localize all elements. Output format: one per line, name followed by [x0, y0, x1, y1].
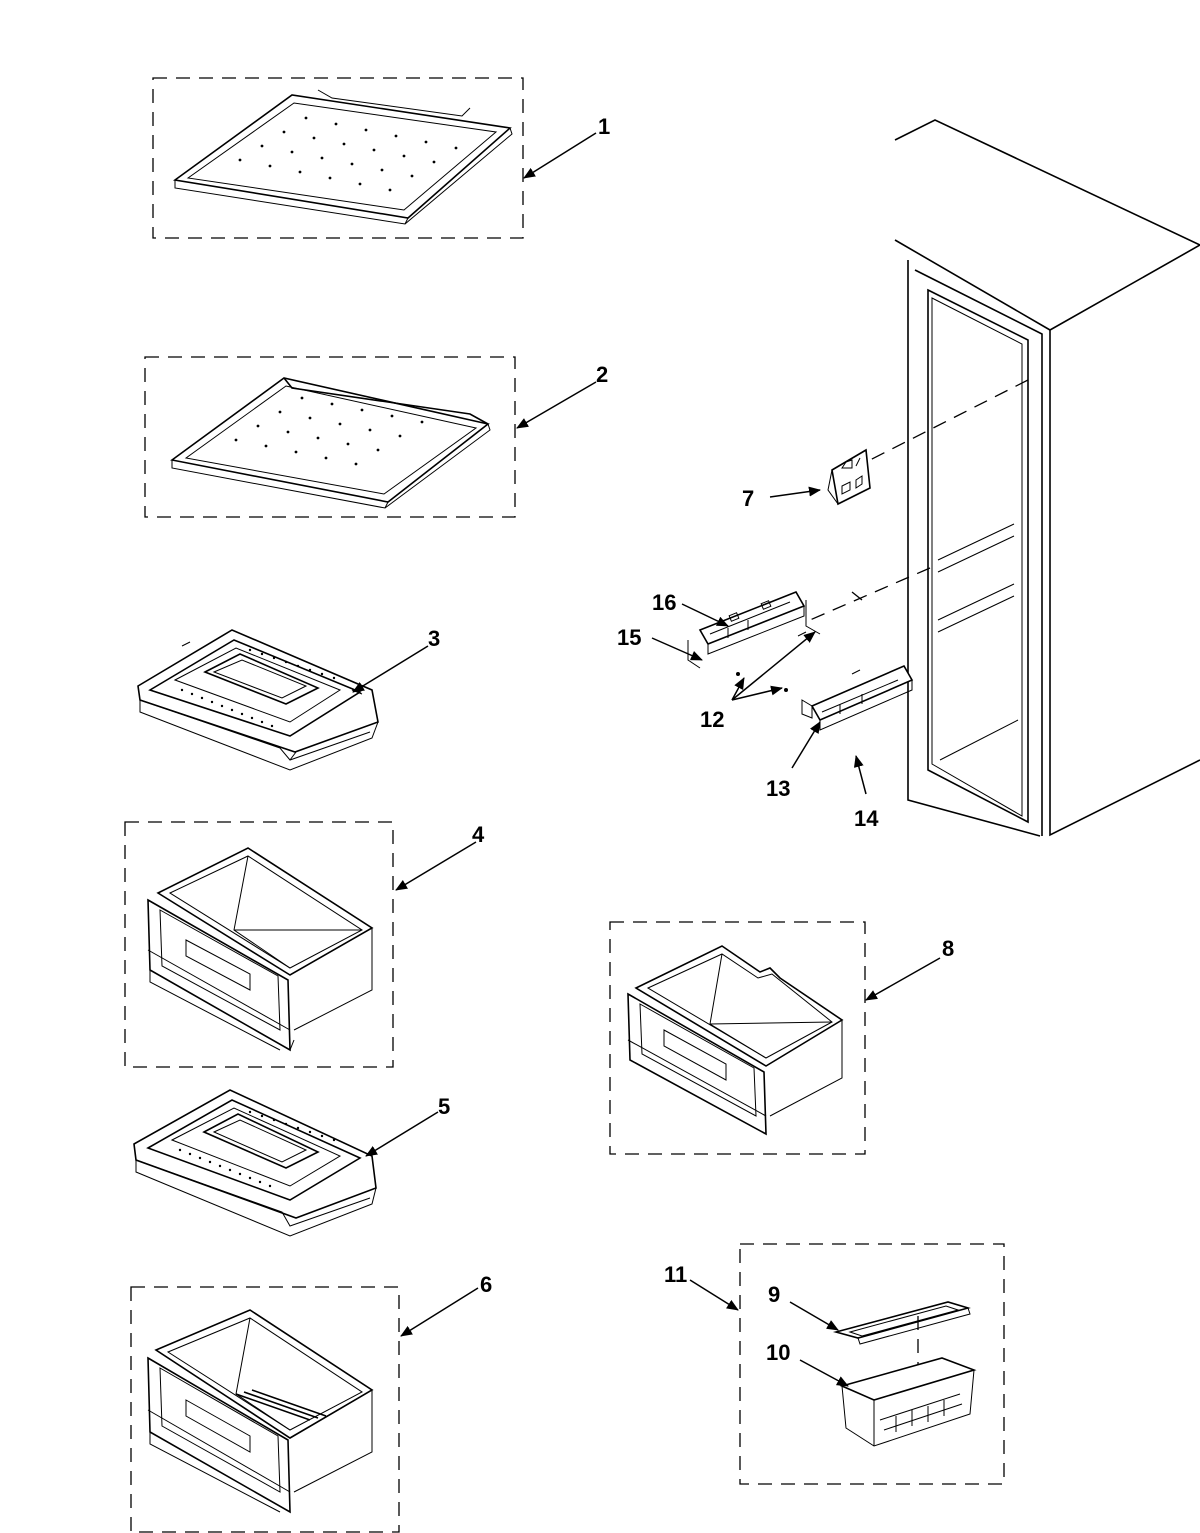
callout-11: 11 [664, 1262, 687, 1287]
callout-12: 12 [700, 707, 724, 732]
leader-line [400, 1287, 479, 1337]
callout-4: 4 [472, 822, 485, 847]
callout-10: 10 [766, 1340, 790, 1365]
leader-line [789, 1301, 839, 1331]
bracket-icon [827, 448, 871, 506]
leader-line [681, 603, 729, 627]
crisper-drawer-icon [147, 847, 374, 1052]
callout-16: 16 [652, 590, 676, 615]
crisper-cover-5: 5 [133, 1089, 450, 1237]
group-box-8 [609, 921, 866, 1155]
alignment-line [851, 591, 863, 601]
rail-icon [698, 591, 806, 655]
callout-13: 13 [766, 776, 790, 801]
leader-line [365, 1111, 439, 1157]
group-box-6 [130, 1286, 400, 1533]
glass-shelf-1: 1 [152, 77, 610, 239]
crisper-cover-3: 3 [137, 626, 440, 771]
callout-3: 3 [428, 626, 440, 651]
leader-line [769, 486, 821, 498]
callout-8: 8 [942, 936, 954, 961]
leader-line [651, 637, 703, 661]
callout-5: 5 [438, 1094, 450, 1119]
glass-shelf-icon [172, 89, 513, 225]
drawer-rails: 16 15 12 13 14 [617, 590, 914, 831]
alignment-line [869, 379, 1029, 461]
leader-line [853, 755, 867, 795]
leader-line [689, 1279, 739, 1311]
callout-14: 14 [854, 806, 879, 831]
group-box-1 [152, 77, 524, 239]
lid-icon [832, 1301, 971, 1345]
crisper-drawer-4: 4 [124, 821, 485, 1068]
bin-icon [839, 1357, 977, 1447]
rail-icon [801, 664, 914, 731]
glass-shelf-2: 2 [144, 356, 608, 518]
refrigerator-cabinet [809, 119, 1200, 837]
bin-assembly-11: 9 10 11 [664, 1243, 1005, 1485]
callout-2: 2 [596, 362, 608, 387]
leader-line [523, 132, 597, 179]
leader-line [799, 1359, 849, 1387]
bracket-7: 7 [742, 448, 871, 511]
leader-line [731, 677, 745, 701]
leader-line [865, 957, 941, 1001]
glass-shelf-icon [170, 377, 491, 509]
group-box-11 [739, 1243, 1005, 1485]
group-box-2 [144, 356, 516, 518]
deli-drawer-8: 8 [609, 921, 954, 1155]
group-box-4 [124, 821, 394, 1068]
leader-line [791, 721, 821, 769]
leader-line [395, 841, 477, 891]
crisper-cover-icon [133, 1089, 377, 1237]
alignment-line [809, 567, 931, 621]
callout-1: 1 [598, 114, 610, 139]
callout-9: 9 [768, 1282, 780, 1307]
leader-line [731, 685, 783, 701]
leader-line [731, 631, 816, 701]
crisper-cover-icon [137, 629, 379, 771]
leader-line [352, 645, 429, 693]
crisper-drawer-6: 6 [130, 1272, 492, 1533]
leader-line [516, 381, 597, 429]
callout-7: 7 [742, 486, 754, 511]
deli-drawer-icon [627, 945, 844, 1136]
callout-6: 6 [480, 1272, 492, 1297]
callout-15: 15 [617, 625, 641, 650]
crisper-drawer-icon [147, 1309, 374, 1514]
